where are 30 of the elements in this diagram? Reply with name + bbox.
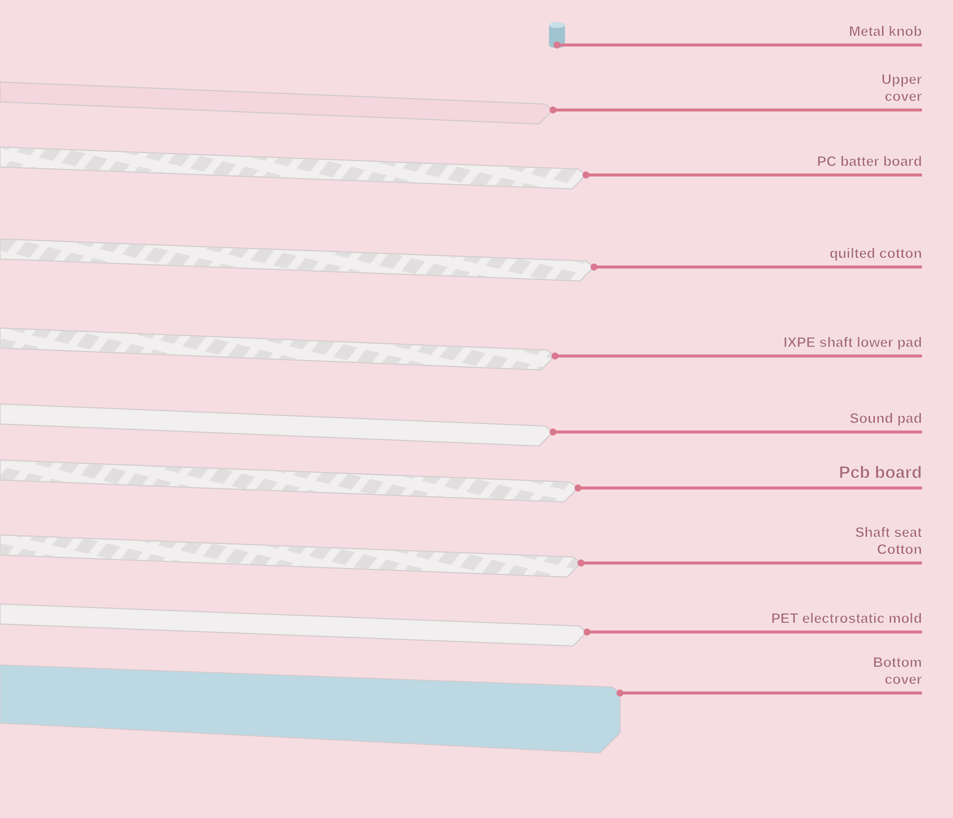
part-label: IXPE shaft lower pad — [742, 334, 922, 356]
leader-line — [574, 484, 922, 492]
leader-line — [578, 560, 922, 566]
leader-line — [584, 628, 922, 636]
leader-line — [552, 352, 922, 360]
layer-plate-drawing — [0, 459, 579, 502]
layer-plate-drawing — [0, 146, 587, 190]
part-label: Bottom cover — [862, 654, 922, 693]
top-case-drawing — [0, 81, 554, 124]
part-label: Metal knob — [802, 23, 922, 45]
knob-drawing — [549, 22, 565, 48]
layer-plate-drawing — [0, 238, 595, 282]
leader-line — [550, 106, 922, 114]
part-label: PET electrostatic mold — [722, 610, 922, 632]
part-label: Upper cover — [862, 71, 922, 110]
layer-plate-drawing — [0, 403, 554, 446]
part-label: Pcb board — [802, 462, 922, 488]
part-label: Sound pad — [802, 410, 922, 432]
bottom-case-drawing — [0, 664, 620, 754]
leader-line — [550, 428, 922, 436]
layer-plate-drawing — [0, 327, 556, 370]
leader-line — [582, 172, 922, 178]
part-label: PC batter board — [762, 153, 922, 175]
layer-plate-drawing — [0, 603, 588, 646]
part-label: Shaft seat Cotton — [842, 524, 922, 563]
leader-line — [590, 264, 922, 270]
leader-line — [616, 690, 922, 696]
leader-line — [554, 42, 922, 48]
layer-plate-drawing — [0, 534, 582, 578]
part-label: quilted cotton — [752, 245, 922, 267]
